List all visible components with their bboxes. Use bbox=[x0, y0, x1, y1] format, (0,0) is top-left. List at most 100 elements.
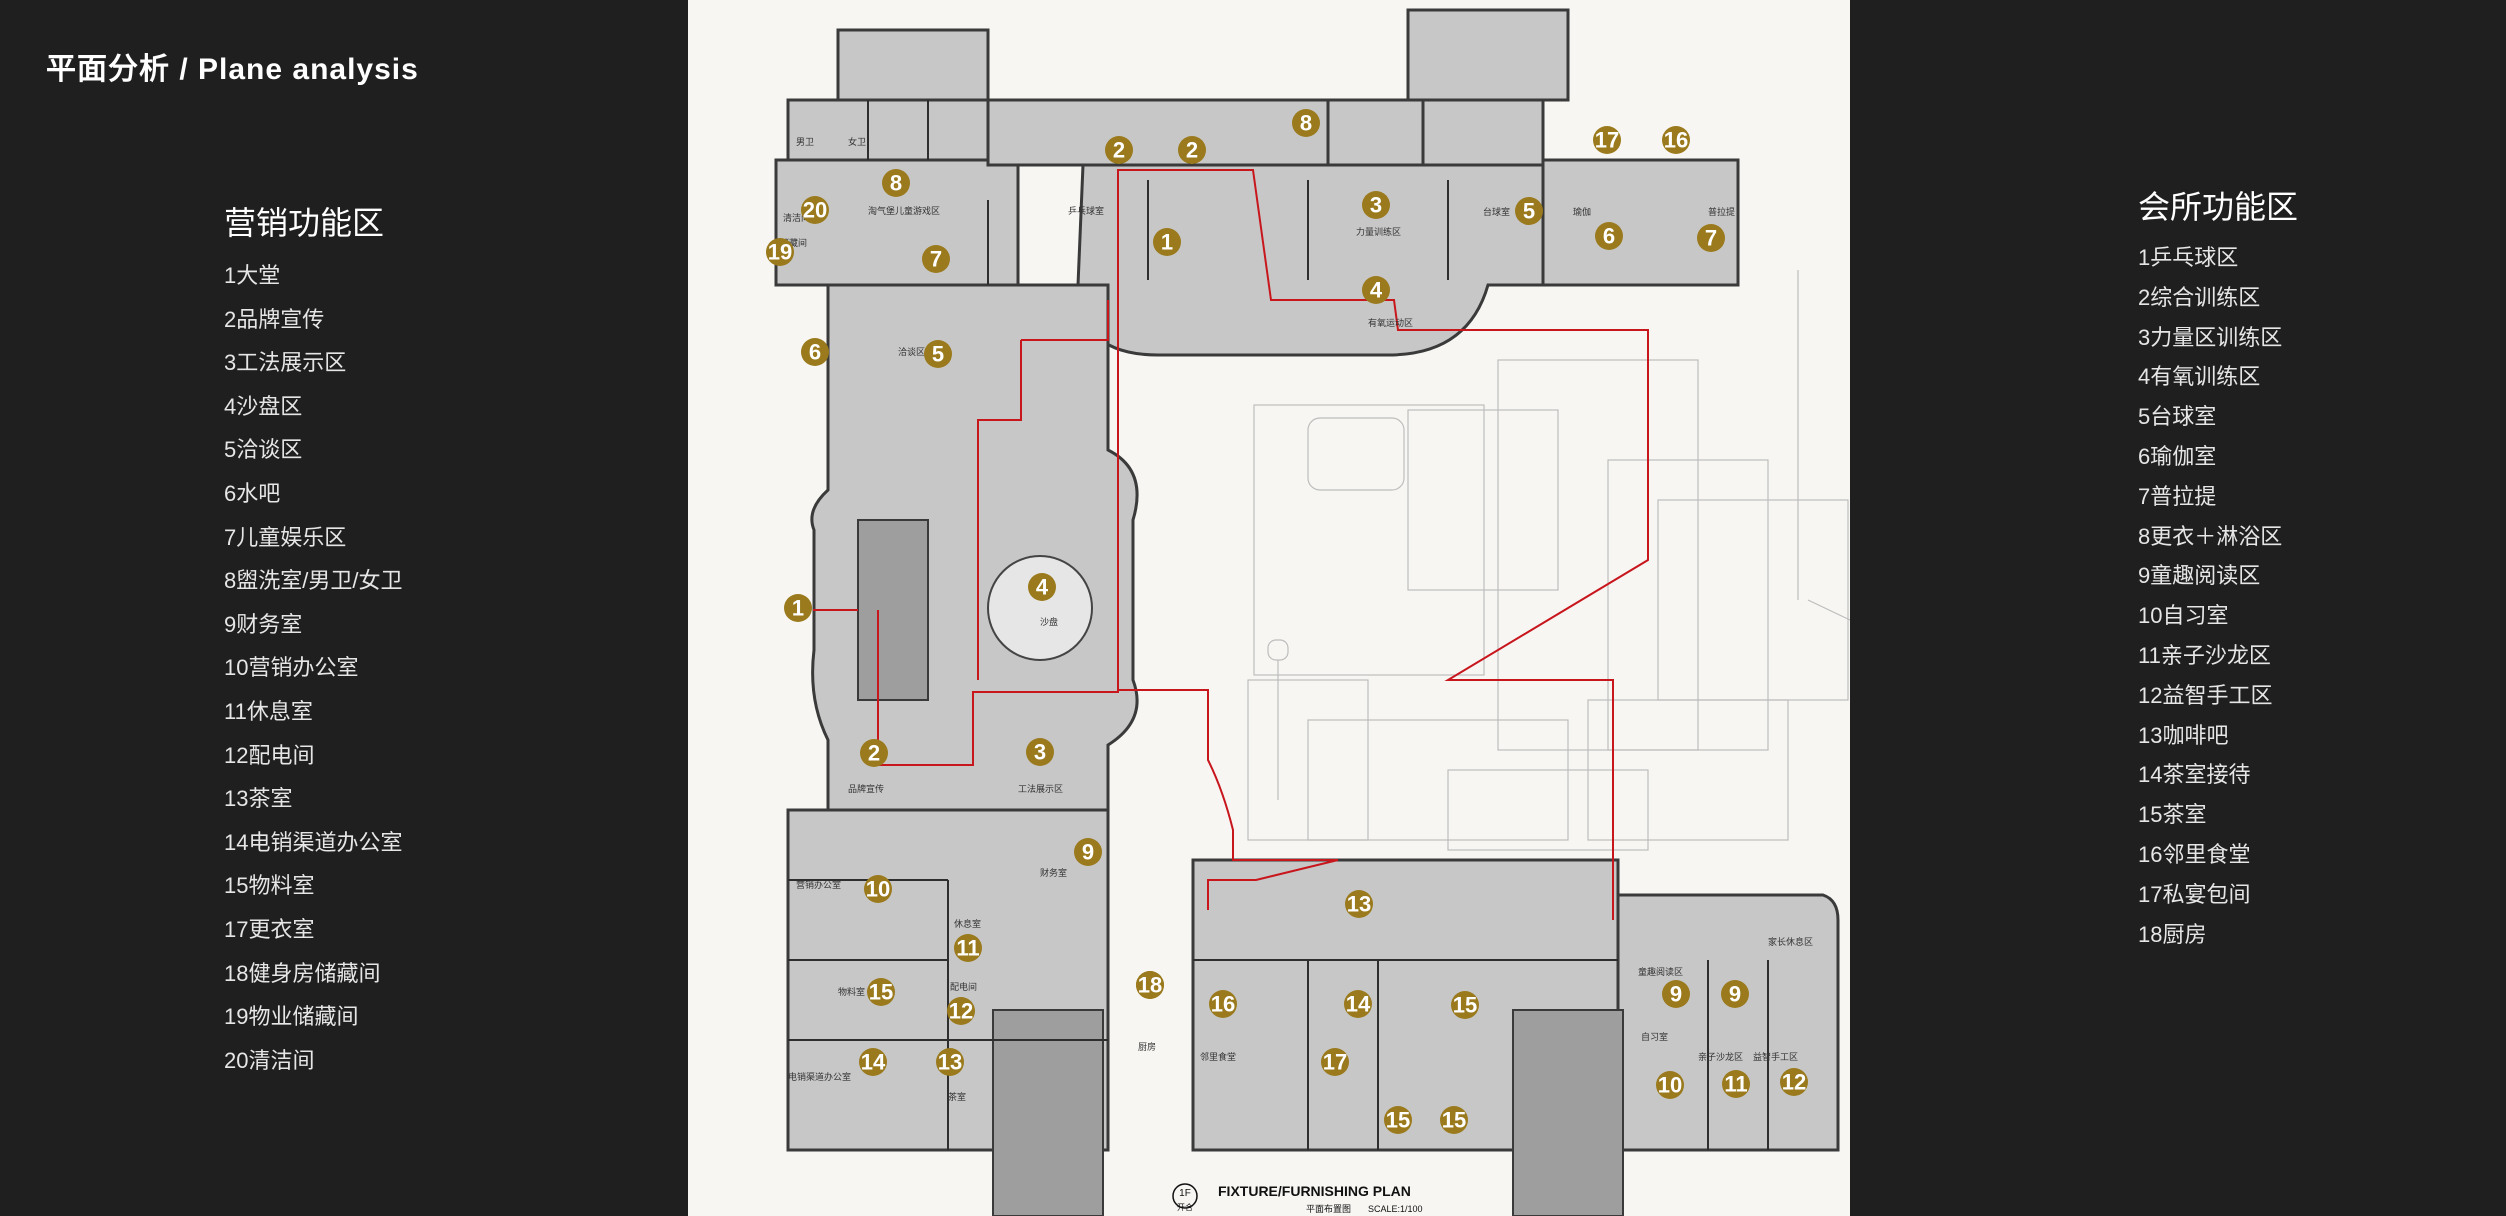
sales-zone-item: 7儿童娱乐区 bbox=[224, 524, 347, 550]
zone-badge-number: 2 bbox=[1113, 138, 1125, 163]
zone-badge-circle bbox=[859, 1048, 887, 1076]
sales-zone-item: 10营销办公室 bbox=[224, 655, 359, 681]
room-label: 力量训练区 bbox=[1356, 226, 1401, 237]
sales-zone-item: 20清洁间 bbox=[224, 1047, 315, 1073]
zone-badge-number: 7 bbox=[930, 247, 942, 272]
room-label: 电销渠道办公室 bbox=[788, 1071, 851, 1082]
zone-badge-circle bbox=[1697, 224, 1725, 252]
zone-badge: 5 bbox=[1515, 197, 1543, 225]
zone-badge: 1 bbox=[784, 594, 812, 622]
plan-caption: FIXTURE/FURNISHING PLAN bbox=[1218, 1183, 1411, 1199]
zone-badge-circle bbox=[1722, 1070, 1750, 1098]
zone-badge-number: 16 bbox=[1664, 128, 1688, 153]
zone-badge-circle bbox=[784, 594, 812, 622]
zone-badge: 9 bbox=[1074, 838, 1102, 866]
zone-badge-circle bbox=[1136, 971, 1164, 999]
zone-badge-number: 13 bbox=[1347, 892, 1371, 917]
sales-zone-item: 18健身房储藏间 bbox=[224, 960, 381, 986]
zone-badge-number: 9 bbox=[1082, 840, 1094, 865]
sales-zone-item: 8盥洗室/男卫/女卫 bbox=[224, 568, 403, 594]
room-label: 淘气堡儿童游戏区 bbox=[868, 205, 940, 216]
zone-badge-circle bbox=[1593, 126, 1621, 154]
sales-zone-item: 17更衣室 bbox=[224, 916, 315, 942]
zone-badge: 5 bbox=[924, 340, 952, 368]
club-zone-item: 10自习室 bbox=[2138, 603, 2229, 629]
room-label: 工法展示区 bbox=[1018, 783, 1063, 794]
floor-tag-circle bbox=[1172, 1183, 1198, 1209]
zone-badge-circle bbox=[1345, 890, 1373, 918]
zone-badge: 2 bbox=[860, 739, 888, 767]
zone-badge-circle bbox=[1209, 990, 1237, 1018]
sales-zone-item: 1大堂 bbox=[224, 263, 281, 288]
room-label: 家长休息区 bbox=[1768, 936, 1813, 947]
circulation-route bbox=[813, 169, 1649, 920]
floor-tag: 1F bbox=[1179, 1188, 1191, 1199]
floor-subtag: 开合 bbox=[1177, 1202, 1193, 1212]
zone-badge: 12 bbox=[1780, 1068, 1808, 1096]
plan-caption-group: 1F 开合 FIXTURE/FURNISHING PLAN 平面布置图 SCAL… bbox=[1172, 1183, 1423, 1214]
zone-badge-circle bbox=[1292, 109, 1320, 137]
room-label: 普拉提 bbox=[1708, 206, 1735, 217]
club-zone-item: 8更衣＋淋浴区 bbox=[2138, 523, 2283, 549]
zone-badge-number: 17 bbox=[1595, 128, 1619, 153]
plan-scale: SCALE:1/100 bbox=[1368, 1204, 1423, 1214]
room-label: 亲子沙龙区 bbox=[1698, 1051, 1743, 1062]
zone-badge: 15 bbox=[867, 978, 895, 1006]
room-label: 台球室 bbox=[1483, 206, 1510, 217]
zone-badge-number: 12 bbox=[949, 999, 973, 1024]
zone-badge-circle bbox=[936, 1048, 964, 1076]
zone-badge-circle bbox=[1384, 1106, 1412, 1134]
site-context-lines bbox=[1247, 270, 1850, 851]
club-zone-item: 17私宴包间 bbox=[2138, 881, 2251, 907]
zone-badge-number: 13 bbox=[938, 1050, 962, 1075]
zone-badge-number: 9 bbox=[1670, 982, 1682, 1007]
club-zone-item: 5台球室 bbox=[2138, 404, 2217, 430]
stair-zones bbox=[857, 519, 1624, 1216]
sales-zone-item: 14电销渠道办公室 bbox=[224, 829, 403, 855]
room-label: 童趣阅读区 bbox=[1638, 966, 1683, 977]
zone-badge-number: 2 bbox=[868, 741, 880, 766]
zone-badges: 1234567891011121314151718192012234567899… bbox=[766, 109, 1808, 1134]
zone-badge: 8 bbox=[1292, 109, 1320, 137]
room-label: 休息室 bbox=[954, 918, 981, 929]
room-label: 有氧运动区 bbox=[1368, 317, 1413, 328]
zone-badge: 13 bbox=[1345, 890, 1373, 918]
room-label: 邻里食堂 bbox=[1200, 1051, 1236, 1062]
zone-badge: 16 bbox=[1209, 990, 1237, 1018]
zone-badge-number: 20 bbox=[803, 198, 827, 223]
zone-badge: 9 bbox=[1662, 980, 1690, 1008]
zone-badge: 9 bbox=[1721, 980, 1749, 1008]
zone-badge-circle bbox=[1362, 276, 1390, 304]
page-title: 平面分析 / Plane analysis bbox=[46, 53, 419, 86]
zone-badge-circle bbox=[1026, 738, 1054, 766]
zone-badge-circle bbox=[1178, 136, 1206, 164]
sales-zone-item: 3工法展示区 bbox=[224, 350, 347, 376]
floor-plan-drawing: 男卫女卫清洁间储藏间淘气堡儿童游戏区乒乓球室力量训练区台球室瑜伽普拉提有氧运动区… bbox=[766, 8, 1850, 1216]
zone-badge-circle bbox=[1028, 573, 1056, 601]
zone-badge-circle bbox=[1440, 1106, 1468, 1134]
club-zone-item: 15茶室 bbox=[2138, 802, 2207, 828]
zone-badge-number: 5 bbox=[932, 342, 944, 367]
room-label: 沙盘 bbox=[1040, 616, 1058, 627]
sales-zone-item: 13茶室 bbox=[224, 786, 293, 812]
zone-badge-number: 3 bbox=[1370, 193, 1382, 218]
zone-badge-number: 7 bbox=[1705, 226, 1717, 251]
zone-badge-circle bbox=[864, 875, 892, 903]
club-zone-item: 9童趣阅读区 bbox=[2138, 563, 2261, 589]
club-zone-heading: 会所功能区 bbox=[2138, 189, 2299, 225]
zone-badge-number: 18 bbox=[1138, 973, 1162, 998]
room-label: 储藏间 bbox=[780, 237, 807, 248]
zone-badge-circle bbox=[1656, 1071, 1684, 1099]
zone-badge: 6 bbox=[1595, 222, 1623, 250]
zone-badge: 4 bbox=[1362, 276, 1390, 304]
zone-badge: 3 bbox=[1026, 738, 1054, 766]
zone-badge-circle bbox=[882, 169, 910, 197]
zone-badge-number: 6 bbox=[809, 340, 821, 365]
zone-badge-circle bbox=[801, 196, 829, 224]
room-labels: 男卫女卫清洁间储藏间淘气堡儿童游戏区乒乓球室力量训练区台球室瑜伽普拉提有氧运动区… bbox=[780, 136, 1813, 1102]
room-label: 营销办公室 bbox=[796, 879, 841, 890]
zone-badge-circle bbox=[1344, 990, 1372, 1018]
sales-zone-item: 11休息室 bbox=[224, 698, 313, 724]
sales-zone-item: 5洽谈区 bbox=[224, 437, 303, 463]
